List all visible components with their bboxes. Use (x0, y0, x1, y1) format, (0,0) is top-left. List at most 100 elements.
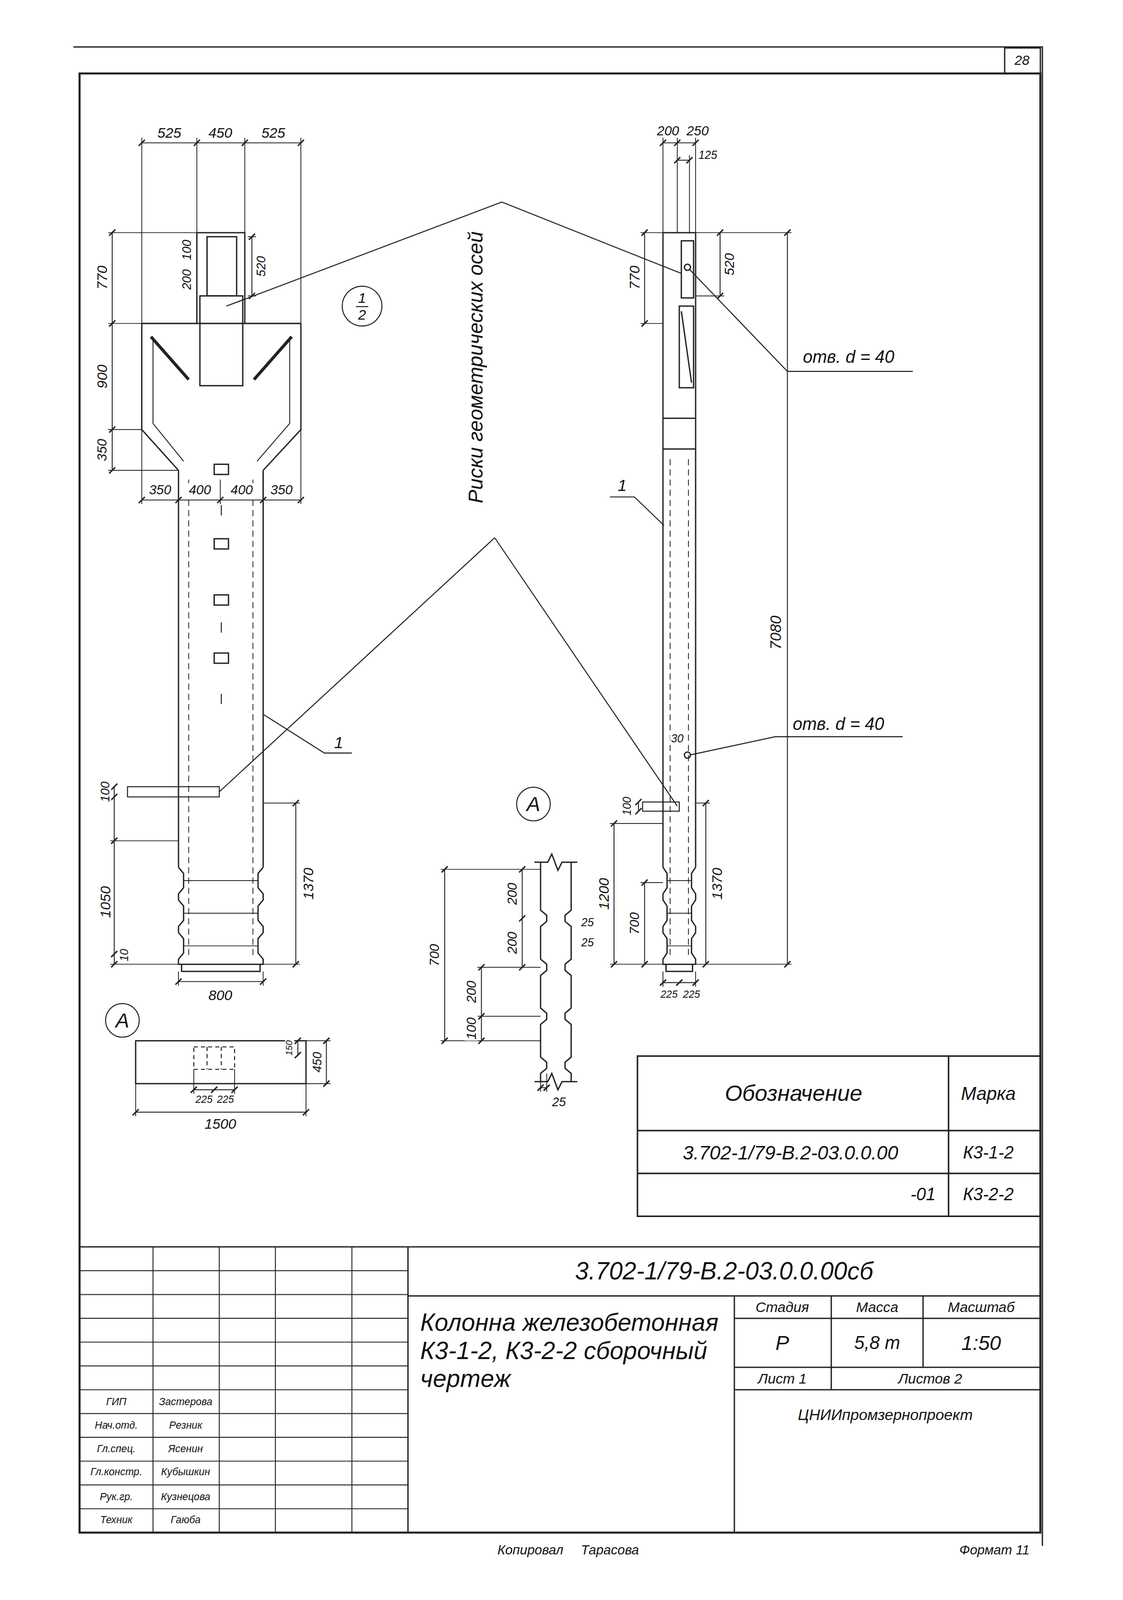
dimension-text: 200 (505, 930, 520, 955)
title-block-grid (79, 1246, 1041, 1532)
title-block-grid (79, 1245, 1041, 1248)
table-cell: К3-2-2 (961, 1185, 1015, 1204)
title-block-cell: Масштаб (946, 1299, 1016, 1314)
dimension-line (478, 963, 485, 1044)
dimension-line (717, 229, 724, 236)
signature-cell: Рук.гр. (98, 1490, 134, 1502)
column-side-view (662, 232, 696, 867)
dimension-line (111, 783, 118, 968)
column-elevation (141, 323, 302, 471)
callout-number: 1 (332, 734, 344, 751)
dimension-text: 100 (621, 795, 633, 816)
footer-note: Тарасова (579, 1542, 640, 1557)
dimension-text: 225 (194, 1094, 214, 1105)
dimension-line (537, 1084, 551, 1091)
signature-cell: Ясенин (167, 1443, 204, 1454)
dimension-line (109, 229, 116, 473)
dimension-line (231, 1086, 238, 1093)
dimension-line (248, 233, 256, 240)
dimension-text: 7080 (767, 614, 783, 651)
dimension-line (444, 869, 446, 1041)
dimension-line (111, 837, 118, 844)
circle-mark: А (516, 786, 551, 821)
signature-cell: ГИП (105, 1395, 128, 1407)
dimension-line (175, 978, 182, 985)
dimension-line (673, 156, 693, 164)
dimension-line (705, 802, 707, 964)
dimension-line (111, 960, 118, 968)
dimension-line (717, 292, 724, 299)
dimension-text: 125 (697, 149, 719, 161)
extension-line (178, 970, 263, 986)
title-block-cell: 1:50 (960, 1332, 1003, 1353)
dimension-text: 250 (685, 123, 710, 138)
dimension-line (676, 979, 683, 986)
dimension-line (784, 960, 791, 968)
sheet-number: 28 (1013, 53, 1031, 68)
dimension-line (297, 1040, 299, 1055)
sheet-reference: 1 (355, 290, 368, 307)
dimension-line (132, 1108, 309, 1115)
dimension-line (641, 229, 648, 327)
dimension-text: 525 (156, 125, 183, 141)
dimension-line (702, 799, 710, 806)
circle-mark: 12 (341, 285, 383, 327)
column-elevation (153, 336, 290, 462)
title-block-grid (407, 1294, 1041, 1297)
leader-line (609, 496, 664, 526)
dimension-text: 1050 (97, 884, 113, 919)
dimension-line (673, 156, 681, 164)
dimension-line (478, 1012, 485, 1019)
table-cell: К3-1-2 (961, 1144, 1015, 1162)
circle-mark: А (105, 1002, 140, 1038)
dimension-text: 1370 (709, 866, 725, 900)
title-block-cell: Р (774, 1332, 791, 1353)
signature-cell: Кузнецова (159, 1490, 212, 1502)
column-elevation (200, 295, 243, 386)
dimension-line (641, 879, 648, 886)
dimension-text: 200 (464, 979, 478, 1004)
dimension-line (138, 496, 304, 503)
column-side-view (662, 418, 696, 450)
sheet-frame (79, 73, 1041, 1532)
extension-line (107, 137, 792, 1116)
dimension-text: 520 (255, 255, 268, 278)
column-side-view (665, 963, 693, 971)
column-elevation (127, 232, 301, 971)
dimension-line (611, 819, 618, 827)
extension-line (107, 232, 197, 471)
dimension-text: 150 (284, 1039, 295, 1057)
dimension-line (323, 1037, 330, 1044)
dimension-line (641, 879, 648, 968)
dimension-text: 200 (655, 123, 680, 138)
column-elevation (178, 470, 263, 867)
plan-view (135, 1040, 307, 1084)
dimension-line (673, 139, 681, 146)
dimension-text: 900 (94, 363, 110, 390)
table-cell: 3.702-1/79-В.2-03.0.0.00 (681, 1142, 899, 1162)
dimension-line (323, 1080, 330, 1087)
column-side-view (679, 306, 694, 388)
dimension-line (111, 232, 113, 471)
groove-detail (534, 853, 578, 1090)
hole-note: отв. d = 40 (802, 348, 896, 366)
dimension-text: 770 (94, 264, 110, 291)
extension-line (662, 970, 696, 987)
title-block-grid (79, 1317, 409, 1319)
dimension-line (635, 798, 642, 805)
column-grooves (178, 866, 263, 964)
title-block-grid (79, 1293, 409, 1295)
dimension-line (297, 496, 305, 503)
dimension-line (248, 292, 256, 299)
dimension-line (692, 139, 699, 146)
dimension-line (660, 979, 699, 986)
dimension-line (248, 233, 256, 299)
dimension-text: 25 (551, 1095, 568, 1109)
dimension-text: 25 (580, 936, 595, 948)
dimension-line (702, 799, 710, 968)
dimension-line (692, 979, 699, 986)
dimension-line (175, 496, 182, 503)
column-elevation (207, 236, 237, 296)
dimension-line (613, 823, 615, 964)
table-cell: -01 (909, 1185, 937, 1204)
